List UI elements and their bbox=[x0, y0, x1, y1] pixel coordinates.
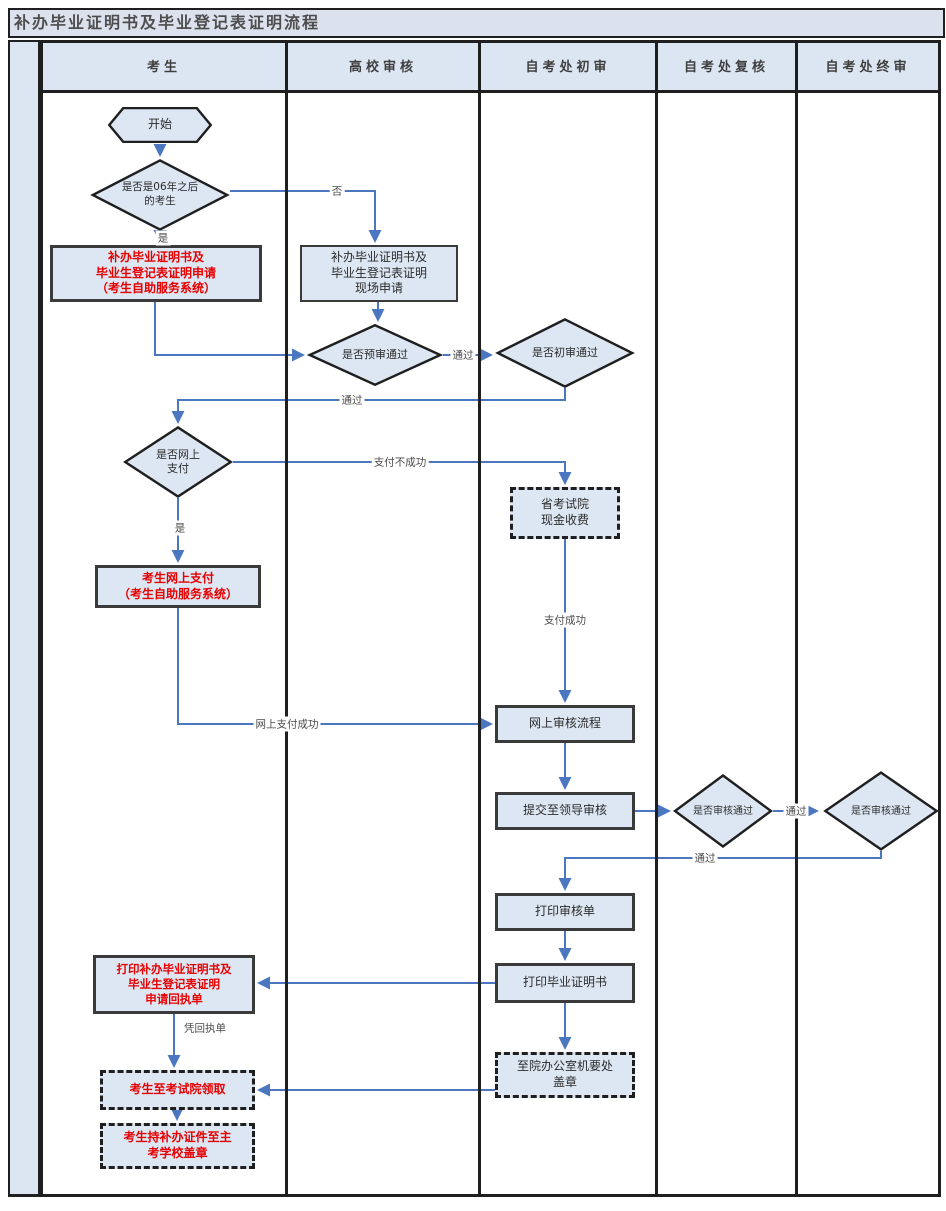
lane-border-3 bbox=[478, 40, 481, 1197]
diamond-shape bbox=[823, 771, 939, 851]
frame-line-bottom bbox=[8, 1194, 941, 1197]
lane-header-final-review-label: 自考处终审 bbox=[825, 59, 911, 75]
edge-applyonline-to-preaudit bbox=[154, 302, 305, 362]
edge-label-pass3: 通过 bbox=[783, 803, 809, 819]
print-cert-label: 打印毕业证明书 bbox=[522, 975, 607, 990]
lane-header-first-review: 自考处初审 bbox=[481, 40, 655, 90]
print-audit-label: 打印审核单 bbox=[534, 904, 595, 919]
edge-label-receipt: 凭回执单 bbox=[182, 1020, 228, 1036]
decision-preaudit: 是否预审通过 bbox=[307, 324, 443, 386]
edge-firstaudit-to-onlinepay bbox=[171, 388, 566, 424]
edge-review2-to-printaudit bbox=[558, 851, 882, 891]
frame-line-header-bottom bbox=[40, 90, 941, 93]
lane-header-university-label: 高校审核 bbox=[348, 59, 417, 75]
decision-review-recheck: 是否审核通过 bbox=[673, 774, 773, 848]
print-receipt-label: 打印补办毕业证明书及 毕业生登记表证明 申请回执单 bbox=[116, 962, 232, 1006]
edge-payfail-to-cash bbox=[233, 461, 572, 485]
lane-border-5 bbox=[795, 40, 798, 1197]
edge-label-webpayok: 网上支付成功 bbox=[253, 716, 321, 732]
print-audit-box: 打印审核单 bbox=[495, 893, 635, 931]
lane-header-recheck: 自考处复核 bbox=[658, 40, 795, 90]
candidate-pay-label: 考生网上支付 （考生自助服务系统） bbox=[117, 570, 238, 601]
edge-label-pass4: 通过 bbox=[692, 850, 718, 866]
edge-label-no: 否 bbox=[329, 183, 345, 199]
lane-header-recheck-label: 自考处复核 bbox=[683, 59, 769, 75]
lane-border-4 bbox=[655, 40, 658, 1197]
diamond-shape bbox=[90, 159, 230, 231]
lane-header-first-review-label: 自考处初审 bbox=[525, 59, 611, 75]
decision-onlinepay-label: 是否网上 支付 bbox=[156, 447, 200, 475]
decision-after-2006: 是否是06年之后 的考生 bbox=[90, 159, 230, 231]
collect-box: 考生至考试院领取 bbox=[100, 1070, 255, 1110]
decision-review-final-label: 是否审核通过 bbox=[851, 805, 911, 817]
edge-label-pass2: 通过 bbox=[339, 392, 365, 408]
start-node-label: 开始 bbox=[147, 117, 172, 132]
seal-office-box: 至院办公室机要处 盖章 bbox=[495, 1052, 635, 1098]
submit-lead-box: 提交至领导审核 bbox=[495, 792, 635, 830]
hexagon-shape bbox=[106, 107, 214, 143]
decision-review-final: 是否审核通过 bbox=[823, 771, 939, 851]
frame-line-top bbox=[40, 40, 941, 43]
decision-after-2006-label: 是否是06年之后 的考生 bbox=[121, 181, 199, 207]
decision-review-recheck-label: 是否审核通过 bbox=[693, 805, 753, 817]
lane-header-candidate: 考生 bbox=[43, 40, 285, 90]
collect-label: 考生至考试院领取 bbox=[129, 1082, 226, 1097]
cash-pay-label: 省考试院 现金收费 bbox=[540, 497, 589, 527]
seal-office-label: 至院办公室机要处 盖章 bbox=[516, 1059, 613, 1089]
edge-after06-no bbox=[230, 190, 382, 243]
seal-school-box: 考生持补办证件至主 考学校盖章 bbox=[100, 1123, 255, 1169]
edge-candpay-to-webaudit bbox=[177, 608, 493, 731]
decision-firstaudit: 是否初审通过 bbox=[495, 318, 635, 388]
lane-header-university: 高校审核 bbox=[288, 40, 478, 90]
apply-online-label: 补办毕业证明书及 毕业生登记表证明申请 （考生自助服务系统） bbox=[95, 250, 216, 296]
apply-online-box: 补办毕业证明书及 毕业生登记表证明申请 （考生自助服务系统） bbox=[50, 245, 262, 302]
lane-border-1 bbox=[40, 40, 43, 1197]
diamond-shape bbox=[123, 426, 233, 498]
lane-border-2 bbox=[285, 40, 288, 1197]
start-node: 开始 bbox=[106, 107, 214, 143]
decision-preaudit-label: 是否预审通过 bbox=[342, 347, 408, 361]
lane-border-6 bbox=[938, 40, 941, 1197]
web-audit-label: 网上审核流程 bbox=[528, 716, 601, 731]
lane-header-candidate-label: 考生 bbox=[146, 59, 181, 75]
decision-onlinepay: 是否网上 支付 bbox=[123, 426, 233, 498]
cash-pay-box: 省考试院 现金收费 bbox=[510, 487, 620, 539]
edge-label-payok: 支付成功 bbox=[542, 612, 588, 628]
diamond-shape bbox=[307, 324, 443, 386]
edge-label-yes1: 是 bbox=[155, 230, 171, 246]
candidate-pay-box: 考生网上支付 （考生自助服务系统） bbox=[95, 565, 261, 608]
print-receipt-box: 打印补办毕业证明书及 毕业生登记表证明 申请回执单 bbox=[93, 955, 255, 1014]
diamond-shape bbox=[495, 318, 635, 388]
decision-firstaudit-label: 是否初审通过 bbox=[532, 345, 598, 359]
diagram-title: 补办毕业证明书及毕业登记表证明流程 bbox=[8, 8, 945, 38]
apply-onsite-box: 补办毕业证明书及 毕业生登记表证明 现场申请 bbox=[300, 245, 458, 302]
submit-lead-label: 提交至领导审核 bbox=[522, 803, 607, 818]
seal-school-label: 考生持补办证件至主 考学校盖章 bbox=[123, 1130, 232, 1160]
print-cert-box: 打印毕业证明书 bbox=[495, 963, 635, 1003]
left-margin-strip bbox=[8, 40, 40, 1197]
lane-header-final-review: 自考处终审 bbox=[798, 40, 938, 90]
lane-header-background bbox=[40, 40, 941, 90]
edge-label-yes2: 是 bbox=[172, 520, 188, 536]
edge-label-payfail: 支付不成功 bbox=[371, 454, 429, 470]
apply-onsite-label: 补办毕业证明书及 毕业生登记表证明 现场申请 bbox=[330, 250, 427, 296]
diamond-shape bbox=[673, 774, 773, 848]
web-audit-box: 网上审核流程 bbox=[495, 705, 635, 743]
edge-label-pass1: 通过 bbox=[450, 347, 476, 363]
